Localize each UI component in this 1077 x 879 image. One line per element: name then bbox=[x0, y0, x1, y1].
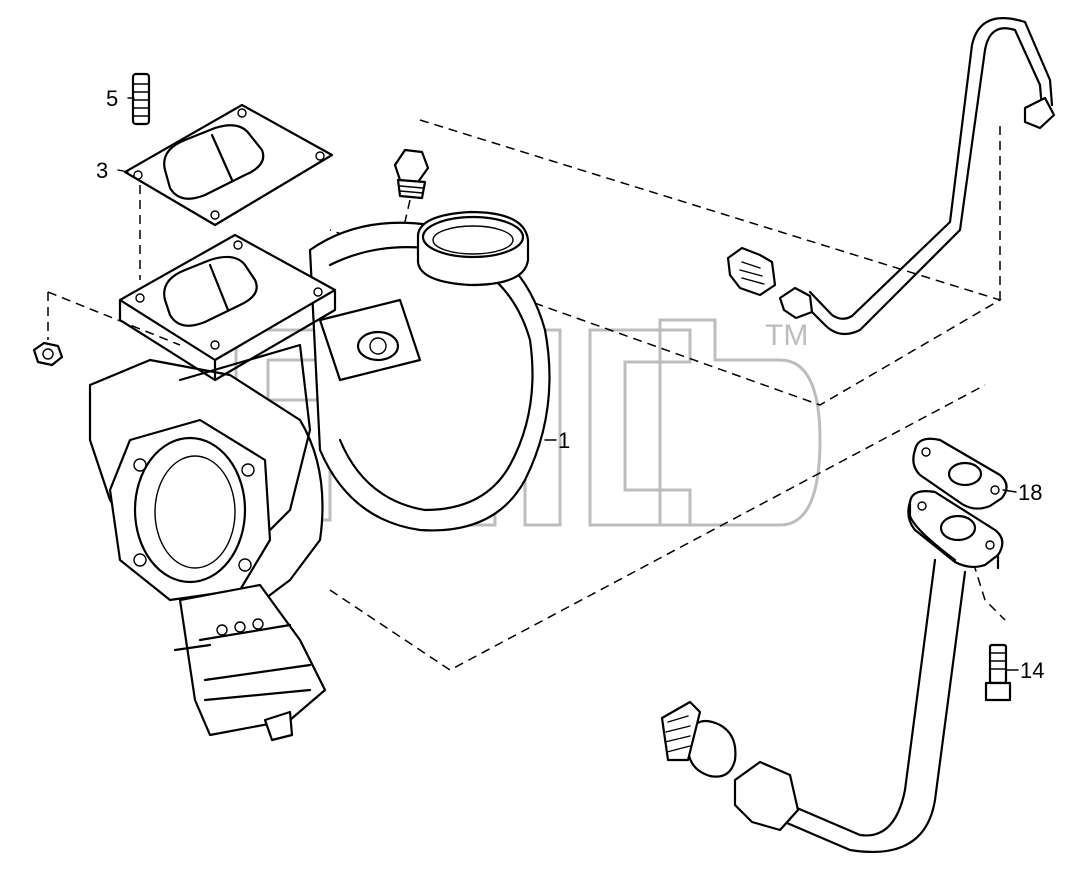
bolt-part bbox=[984, 643, 1012, 702]
drain-flange-gasket-part bbox=[912, 437, 1008, 510]
turbocharger-part bbox=[88, 210, 551, 742]
callouts: 5 3 1 18 14 bbox=[96, 86, 1044, 683]
trademark-mark: TM bbox=[765, 319, 808, 352]
oil-feed-fitting-part bbox=[393, 148, 430, 200]
nut-part bbox=[32, 341, 64, 367]
oil-drain-pipe-part bbox=[660, 558, 967, 854]
oil-feed-pipe-part bbox=[726, 17, 1056, 336]
drain-flange-part bbox=[907, 490, 1004, 570]
callout-14: 14 bbox=[1020, 658, 1044, 683]
stud-part bbox=[131, 72, 151, 126]
upper-gasket-part bbox=[123, 103, 334, 227]
callout-1: 1 bbox=[558, 428, 570, 453]
callout-3: 3 bbox=[96, 158, 108, 183]
callout-18: 18 bbox=[1018, 480, 1042, 505]
callout-5: 5 bbox=[106, 86, 118, 111]
